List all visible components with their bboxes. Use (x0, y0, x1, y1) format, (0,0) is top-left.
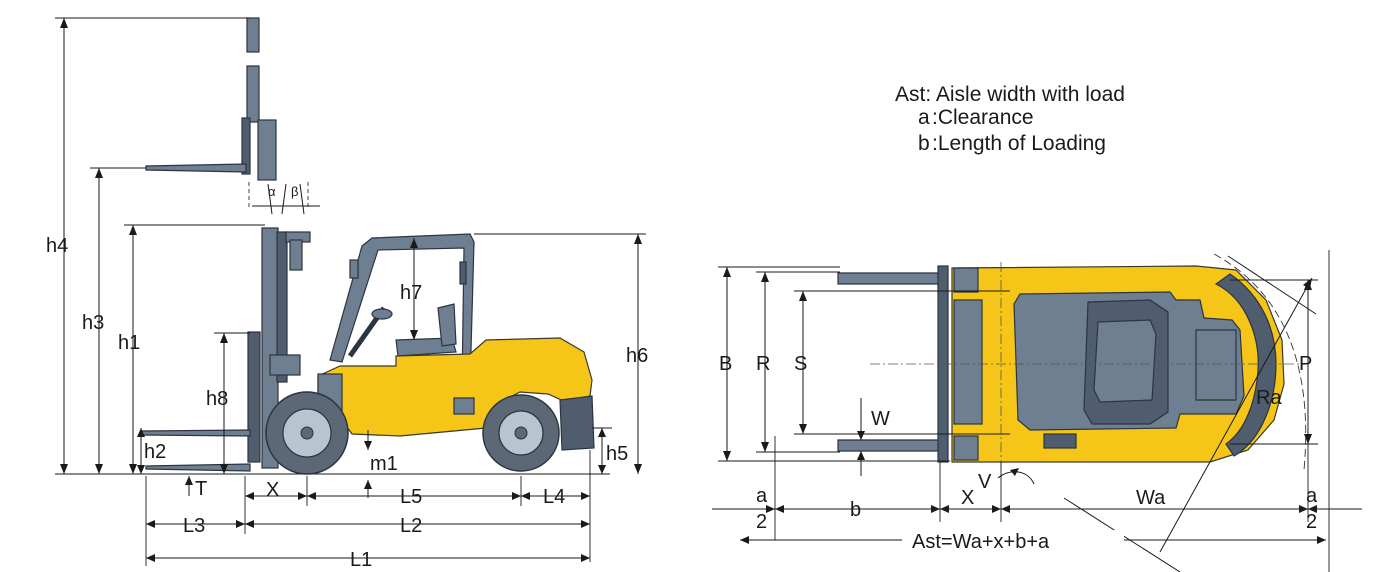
h8-label: h8 (206, 388, 228, 410)
L3-label: L3 (183, 515, 205, 537)
tilt-angle-marks: α β (248, 182, 320, 215)
h7-label: h7 (400, 282, 422, 304)
X-top-label: X (961, 487, 974, 509)
h3-label: h3 (82, 312, 104, 334)
front-wheel (265, 391, 349, 475)
V-label: V (978, 471, 992, 493)
h1-label: h1 (118, 332, 140, 354)
a-right-numerator: a (1306, 485, 1318, 507)
a-right-denominator: 2 (1306, 511, 1317, 533)
h6-label: h6 (626, 345, 648, 367)
h4-label: h4 (46, 235, 68, 257)
T-label: T (195, 478, 207, 500)
legend: Ast: Aisle width with load a :Clearance … (895, 83, 1125, 155)
mast (247, 227, 311, 469)
B-label: B (719, 353, 732, 375)
ast-formula: Ast=Wa+x+b+a (912, 531, 1050, 553)
legend-a-text: :Clearance (932, 106, 1034, 129)
X-side-label: X (266, 479, 279, 501)
h2-label: h2 (144, 441, 166, 463)
legend-ast: Ast: Aisle width with load (895, 83, 1125, 106)
raised-fork-carriage (145, 17, 277, 181)
legend-b-key: b (918, 132, 930, 155)
a-left-denominator: 2 (756, 511, 767, 533)
L5-label: L5 (400, 486, 422, 508)
L2-label: L2 (400, 515, 422, 537)
b-label: b (850, 499, 861, 521)
Wa-label: Wa (1136, 487, 1166, 509)
alpha-label: α (268, 184, 276, 199)
legend-b-text: :Length of Loading (932, 132, 1106, 155)
Ra-label: Ra (1256, 387, 1282, 409)
a-left-numerator: a (756, 485, 768, 507)
L1-label: L1 (350, 549, 372, 571)
beta-label: β (291, 184, 298, 199)
side-view: α β (46, 17, 648, 571)
R-label: R (756, 353, 770, 375)
top-view: B R S W P Ra V (712, 250, 1362, 572)
W-label: W (871, 408, 890, 430)
m1-label: m1 (370, 453, 398, 475)
L4-label: L4 (543, 486, 565, 508)
S-label: S (794, 353, 807, 375)
legend-a-key: a (918, 106, 930, 129)
rear-wheel (482, 394, 560, 472)
P-label: P (1299, 353, 1312, 375)
h5-label: h5 (606, 443, 628, 465)
seat-and-steering (347, 303, 457, 358)
